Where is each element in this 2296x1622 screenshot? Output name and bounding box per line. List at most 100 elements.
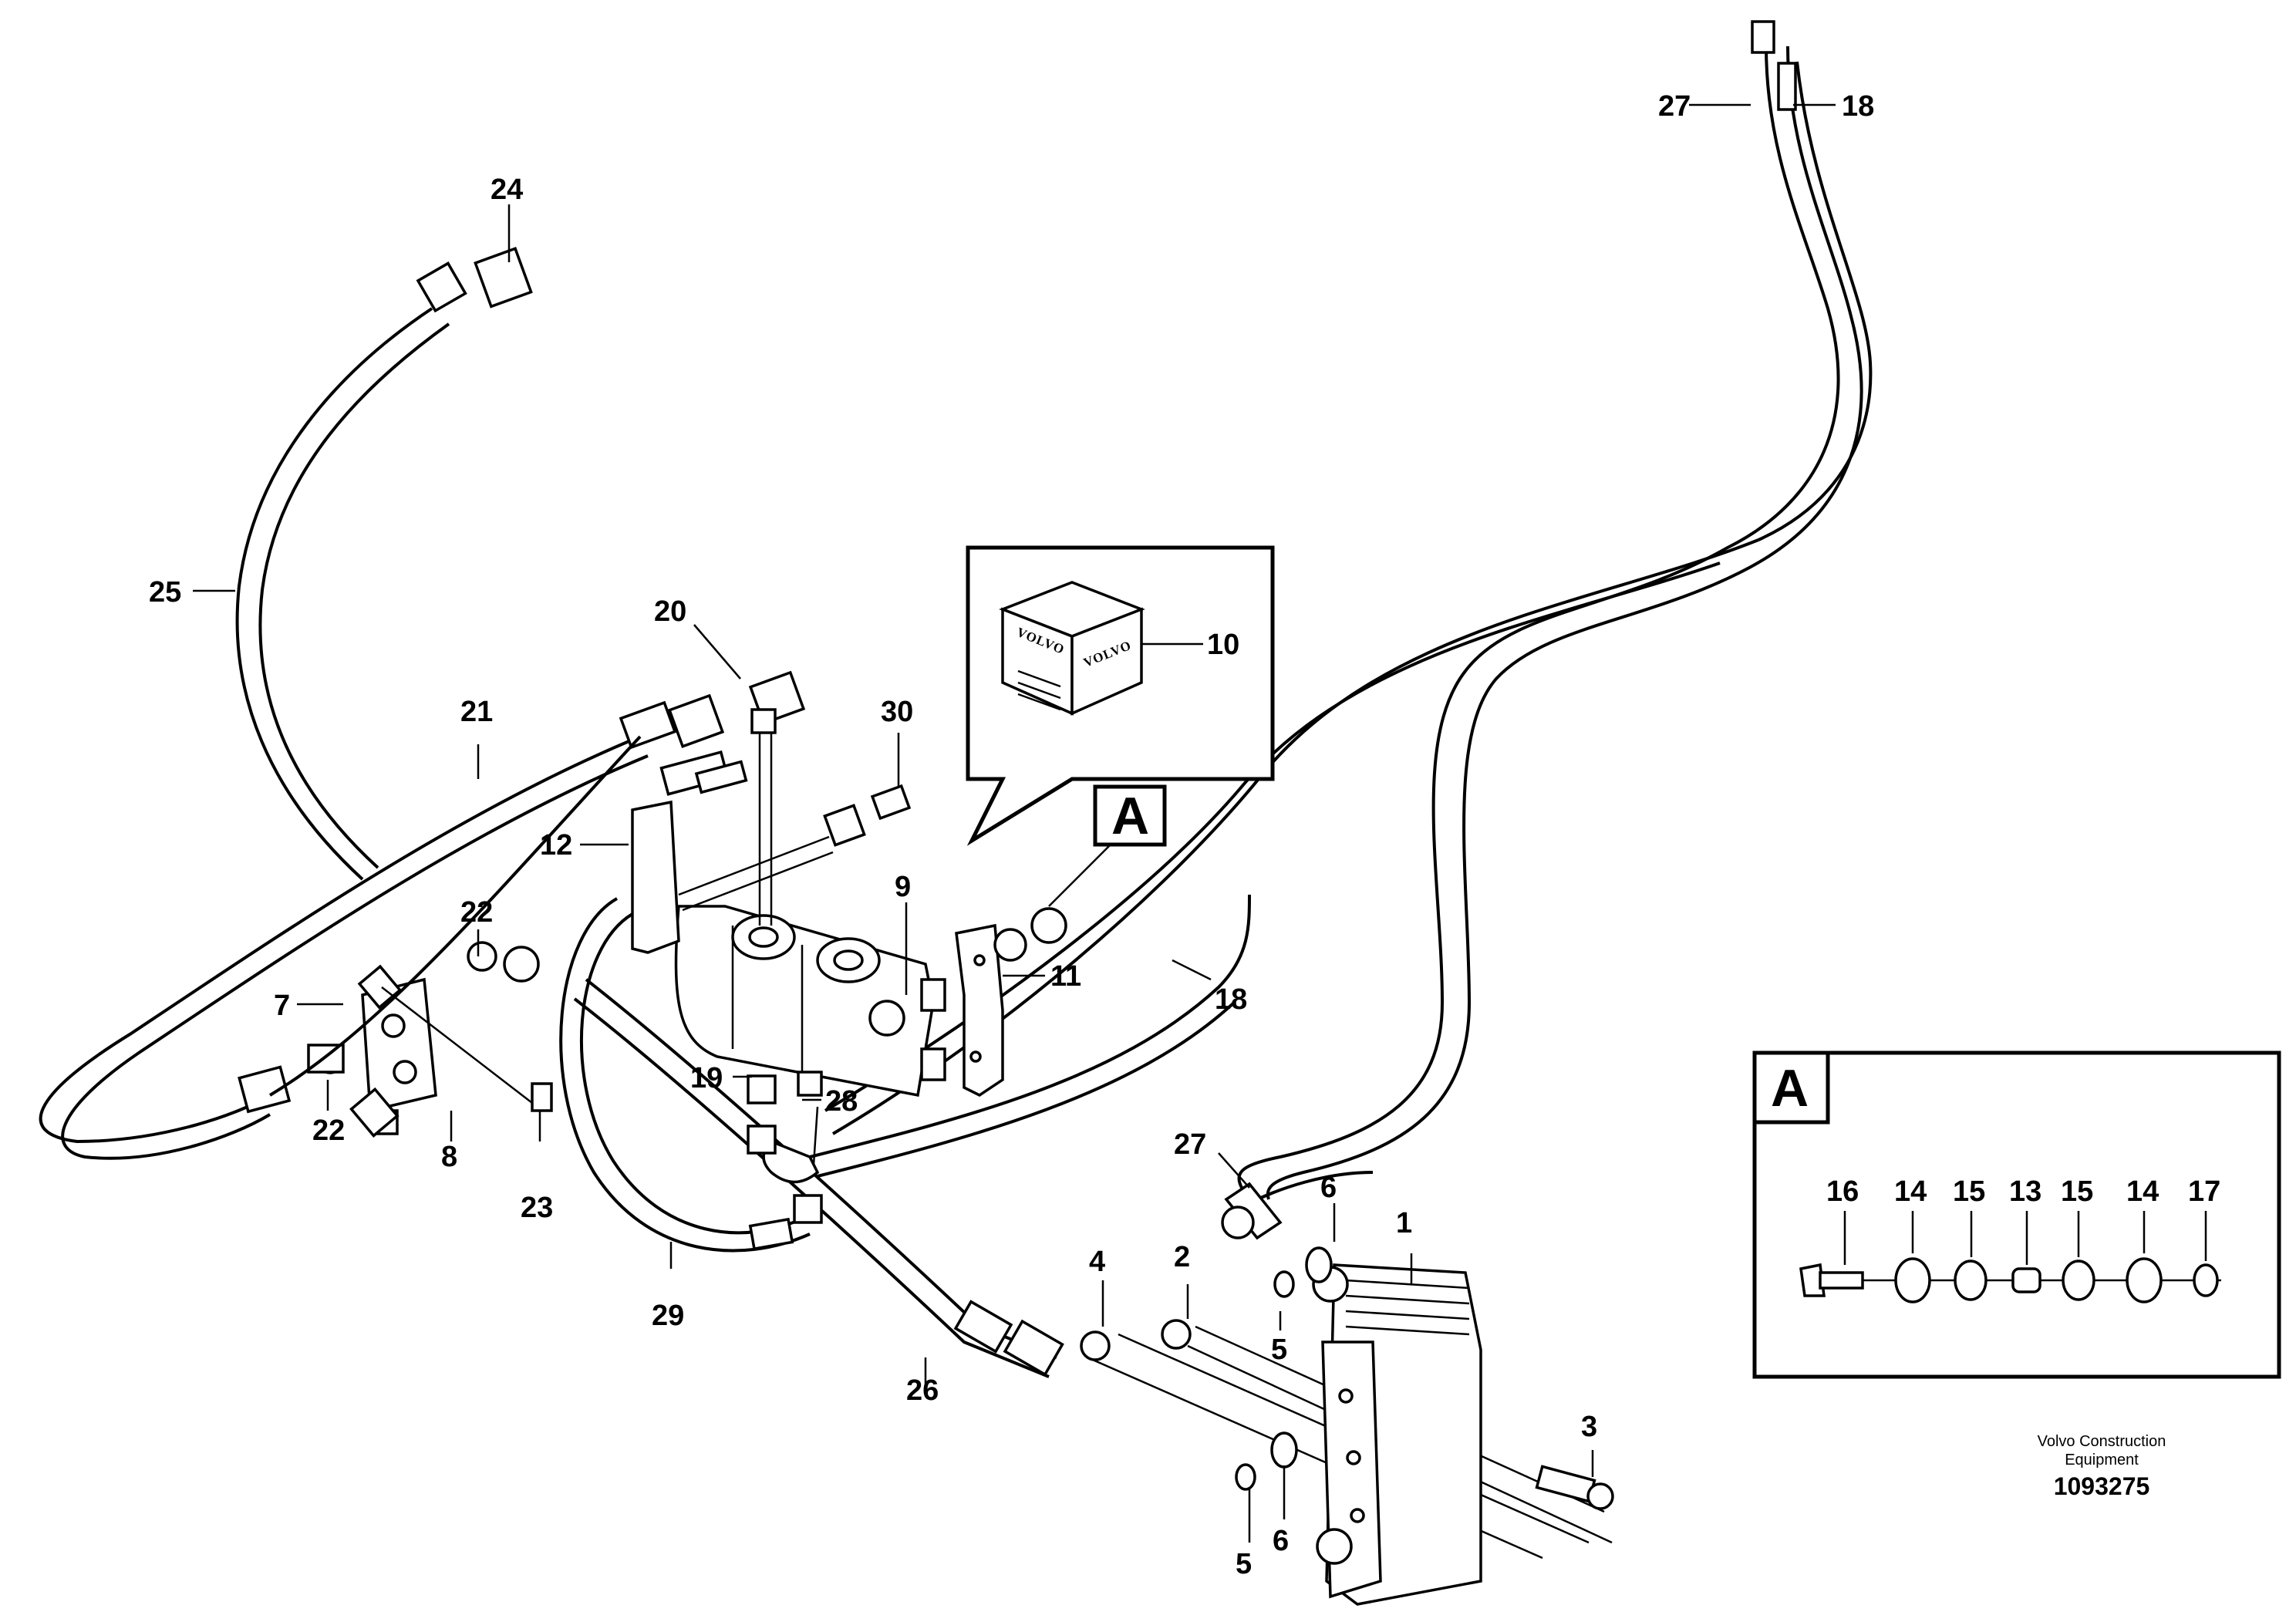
callout-22-upper: 22 xyxy=(460,896,493,929)
leader-lines xyxy=(193,103,2207,1543)
callout-3: 3 xyxy=(1581,1411,1597,1443)
credit-line-2: Equipment xyxy=(2065,1452,2139,1469)
washer-14a xyxy=(1894,1257,1931,1303)
detail-a-marker-label: A xyxy=(1111,787,1149,845)
callout-12: 12 xyxy=(540,829,572,862)
fitting-24 xyxy=(474,246,533,309)
callout-7: 7 xyxy=(274,990,290,1022)
bushing-15a xyxy=(1954,1259,1988,1301)
fitting-30-nut xyxy=(823,804,866,847)
detail-callout-15-a: 15 xyxy=(1953,1175,1985,1208)
fitting-lower xyxy=(793,1194,823,1224)
hose-21-pipe xyxy=(268,735,642,1097)
fitting-28 xyxy=(797,1071,823,1097)
callout-2: 2 xyxy=(1174,1241,1190,1273)
detail-callout-16: 16 xyxy=(1826,1175,1859,1208)
callout-24: 24 xyxy=(491,174,523,206)
oring-6a xyxy=(1305,1246,1333,1283)
bushing-15b xyxy=(2062,1259,2095,1301)
bracket-11 xyxy=(955,907,1067,1098)
fitting-22b xyxy=(307,1044,345,1074)
fitting-25-end xyxy=(357,964,403,1010)
detail-a-box-label: A xyxy=(1771,1059,1809,1118)
fitting-21-end xyxy=(238,1065,292,1114)
bolt-3-head xyxy=(1586,1482,1614,1510)
callout-11: 11 xyxy=(1050,960,1081,993)
bolt-16 xyxy=(1799,1263,1864,1297)
detail-callout-14-b: 14 xyxy=(2126,1175,2159,1208)
fitting-21-nut xyxy=(667,693,725,748)
detail-callout-14-a: 14 xyxy=(1894,1175,1927,1208)
callout-21: 21 xyxy=(460,696,493,728)
hose-pump-return xyxy=(762,894,1251,1184)
oring-6b xyxy=(1270,1431,1298,1469)
fitting-30 xyxy=(870,784,912,821)
hose-25 xyxy=(235,307,450,881)
spacer-13 xyxy=(2011,1267,2041,1293)
detail-callout-13: 13 xyxy=(2009,1175,2041,1208)
fitting-swivel xyxy=(503,946,540,983)
callout-5-upper: 5 xyxy=(1271,1334,1287,1366)
callout-27-top: 27 xyxy=(1658,90,1691,123)
fitting-19a xyxy=(747,1074,777,1104)
callout-22-lower: 22 xyxy=(312,1114,345,1147)
fitting-20-stem xyxy=(750,708,777,734)
fitting-21-crimp xyxy=(619,700,677,750)
hose-21 xyxy=(39,735,649,1160)
fitting-19b xyxy=(747,1125,777,1155)
callout-1: 1 xyxy=(1396,1207,1412,1239)
hose-29-crimp xyxy=(748,1217,794,1251)
bolt-3 xyxy=(1535,1465,1596,1503)
callout-29: 29 xyxy=(652,1300,684,1332)
callout-23: 23 xyxy=(521,1192,553,1224)
bolt-4 xyxy=(1080,1330,1111,1361)
hose-29 xyxy=(559,897,811,1253)
callout-26: 26 xyxy=(906,1374,939,1407)
callout-20: 20 xyxy=(654,595,686,628)
washer-2 xyxy=(1161,1319,1192,1350)
callout-5-lower: 5 xyxy=(1236,1548,1252,1580)
callout-28: 28 xyxy=(825,1085,858,1118)
callout-4: 4 xyxy=(1089,1246,1105,1278)
oring-5a xyxy=(1273,1270,1295,1298)
pipe-25-23 xyxy=(381,986,533,1104)
hose-26-nut xyxy=(1003,1319,1064,1377)
kit-box-10: VOLVO VOLVO xyxy=(966,545,1275,846)
fitting-25-nut xyxy=(416,261,467,313)
callout-27-lower: 27 xyxy=(1174,1128,1206,1161)
fitting-22 xyxy=(467,941,497,972)
credit-block: Volvo Construction Equipment 1093275 xyxy=(2038,1433,2166,1500)
callout-labels: 1 2 3 4 5 5 6 6 7 8 9 10 11 12 18 18 19 … xyxy=(149,90,1874,1580)
document-number: 1093275 xyxy=(2054,1472,2150,1500)
detail-callout-labels: 16 14 15 13 15 14 17 xyxy=(1826,1175,2220,1208)
hose-26-crimp xyxy=(953,1300,1013,1354)
detail-a-marker: A xyxy=(1048,784,1167,907)
credit-line-1: Volvo Construction xyxy=(2038,1433,2166,1450)
detail-a-box: A xyxy=(1752,1050,2281,1379)
callout-30: 30 xyxy=(881,696,913,728)
callout-25: 25 xyxy=(149,576,181,609)
nut-17 xyxy=(2193,1263,2219,1297)
fitting-23 xyxy=(349,1087,400,1138)
hose-18-27 xyxy=(824,20,1873,1200)
fitting-top-2 xyxy=(1777,62,1797,111)
hose-27-lower xyxy=(1221,1171,1374,1240)
callout-6-lower: 6 xyxy=(1273,1525,1289,1557)
detail-callout-15-b: 15 xyxy=(2061,1175,2093,1208)
callout-8: 8 xyxy=(441,1141,457,1173)
callout-10: 10 xyxy=(1207,629,1239,661)
callout-18-mid: 18 xyxy=(1215,983,1247,1016)
fittings xyxy=(238,246,1614,1510)
oring-5b xyxy=(1235,1463,1256,1491)
callout-6-upper: 6 xyxy=(1320,1172,1337,1204)
bracket-12 xyxy=(631,750,748,954)
fitting-top xyxy=(1751,20,1775,54)
fitting-23-elbow xyxy=(531,1082,553,1112)
callout-19: 19 xyxy=(690,1062,723,1094)
washer-14b xyxy=(2126,1257,2163,1303)
detail-callout-17: 17 xyxy=(2188,1175,2220,1208)
hose-27-nut xyxy=(1221,1206,1255,1239)
oil-cooler-1 xyxy=(1312,1263,1482,1606)
callout-9: 9 xyxy=(895,871,911,903)
